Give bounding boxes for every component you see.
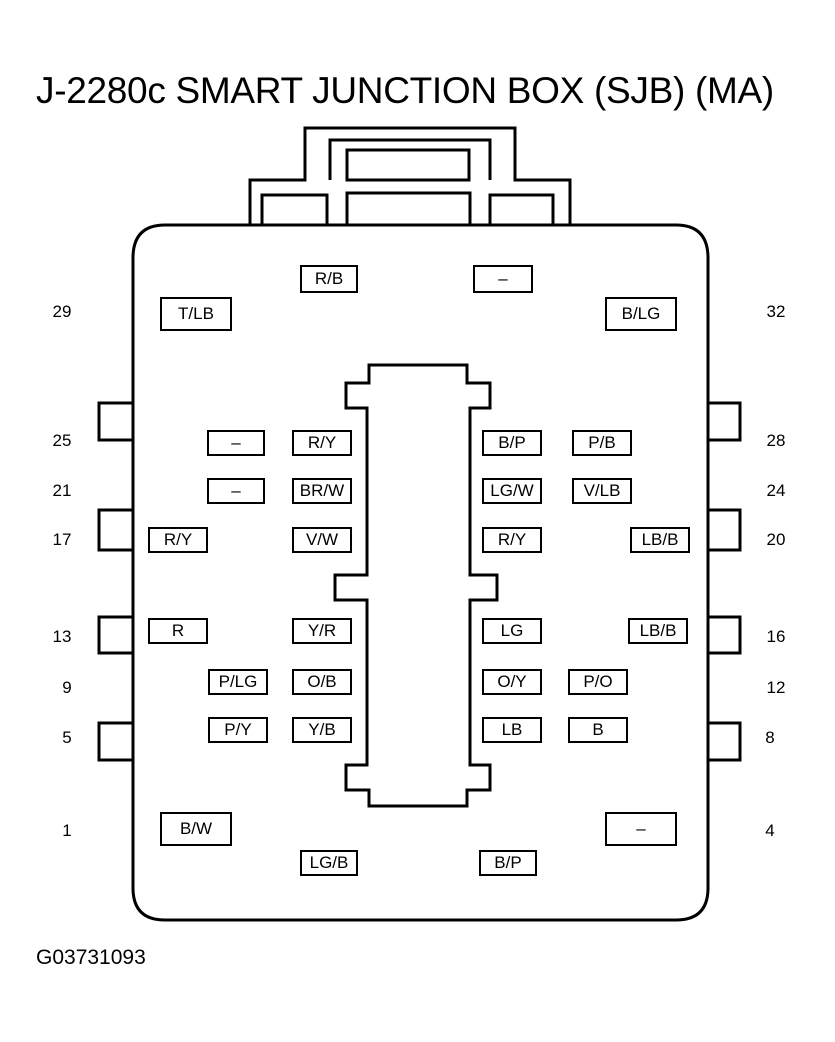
terminal-wire-po: P/O [568, 669, 628, 695]
terminal-wire-yb: Y/B [292, 717, 352, 743]
pin-number-1: 1 [62, 821, 72, 840]
terminal-wire-b: B [568, 717, 628, 743]
pin-number-16: 16 [766, 627, 786, 646]
pin-number-13: 13 [52, 627, 72, 646]
pin-number-28: 28 [766, 431, 786, 450]
terminal-wire-plg: P/LG [208, 669, 268, 695]
terminal-wire-brw: BR/W [292, 478, 352, 504]
pin-number-17: 17 [52, 530, 72, 549]
terminal-wire-ry-row1: R/Y [292, 430, 352, 456]
pin-number-9: 9 [62, 678, 72, 697]
terminal-wire-lbb-20: LB/B [630, 527, 690, 553]
terminal-wire-rb-top: R/B [300, 265, 358, 293]
figure-id: G03731093 [36, 946, 146, 969]
terminal-wire-ry-17: R/Y [148, 527, 208, 553]
pin-number-8: 8 [765, 728, 775, 747]
terminal-wire-vlb: V/LB [572, 478, 632, 504]
terminal-wire-oy: O/Y [482, 669, 542, 695]
terminal-wire-bp-row1: B/P [482, 430, 542, 456]
diagram-title: J-2280c SMART JUNCTION BOX (SJB) (MA) [36, 70, 774, 111]
pin-number-24: 24 [766, 481, 786, 500]
terminal-wire-lgw: LG/W [482, 478, 542, 504]
pin-number-21: 21 [52, 481, 72, 500]
terminal-wire-empty-21: – [207, 478, 265, 504]
terminal-wire-vw: V/W [292, 527, 352, 553]
terminal-wire-tlb: T/LB [160, 297, 232, 331]
terminal-wire-py: P/Y [208, 717, 268, 743]
terminal-wire-r: R [148, 618, 208, 644]
terminal-wire-lgb: LG/B [300, 850, 358, 876]
terminal-wire-ry-row3: R/Y [482, 527, 542, 553]
terminal-wire-ob: O/B [292, 669, 352, 695]
terminal-wire-empty-25: – [207, 430, 265, 456]
pin-number-32: 32 [766, 302, 786, 321]
terminal-wire-lbb-16: LB/B [628, 618, 688, 644]
terminal-wire-empty-4: – [605, 812, 677, 846]
terminal-wire-lg: LG [482, 618, 542, 644]
pin-number-4: 4 [765, 821, 775, 840]
pin-number-12: 12 [766, 678, 786, 697]
pin-number-29: 29 [52, 302, 72, 321]
terminal-wire-bw: B/W [160, 812, 232, 846]
terminal-wire-blg: B/LG [605, 297, 677, 331]
pin-number-20: 20 [766, 530, 786, 549]
terminal-wire-pb: P/B [572, 430, 632, 456]
terminal-wire-empty-top: – [473, 265, 533, 293]
terminal-wire-bp-bottom: B/P [479, 850, 537, 876]
terminal-wire-lb: LB [482, 717, 542, 743]
pin-number-25: 25 [52, 431, 72, 450]
terminal-wire-yr: Y/R [292, 618, 352, 644]
pin-number-5: 5 [62, 728, 72, 747]
